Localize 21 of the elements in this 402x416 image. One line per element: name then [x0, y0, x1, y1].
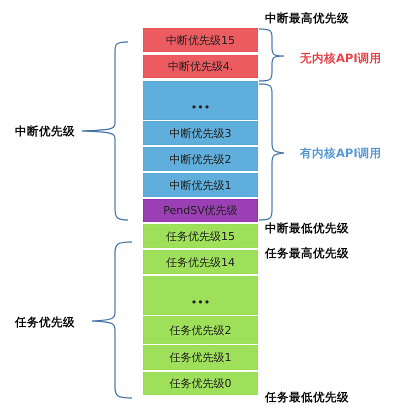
priority-label: 任务优先级: [15, 315, 75, 330]
priority-cell: 中断优先级2: [143, 147, 258, 171]
priority-label: 任务最高优先级: [265, 246, 349, 261]
priority-label: 有内核API调用: [300, 146, 382, 161]
priority-label: 中断最低优先级: [265, 221, 349, 236]
priority-cell: 中断优先级3: [143, 121, 258, 145]
priority-cell: PendSV优先级: [143, 199, 258, 222]
priority-cell: 任务优先级1: [143, 345, 258, 370]
priority-label: 中断最高优先级: [265, 11, 349, 26]
priority-cell: 任务优先级2: [143, 316, 258, 344]
priority-cell: 中断优先级4.: [143, 55, 258, 78]
priority-label: 任务最低优先级: [265, 390, 349, 405]
priority-cell: 任务优先级14: [143, 250, 258, 274]
priority-label: 无内核API调用: [300, 51, 382, 66]
priority-cell: •••: [143, 276, 258, 315]
priority-cell: 任务优先级0: [143, 372, 258, 395]
priority-label: 中断优先级: [15, 124, 75, 139]
priority-cell: 中断优先级15: [143, 28, 258, 52]
priority-cell: 中断优先级1: [143, 173, 258, 197]
priority-cell: •••: [143, 81, 258, 120]
priority-cell: 任务优先级15: [143, 224, 258, 248]
